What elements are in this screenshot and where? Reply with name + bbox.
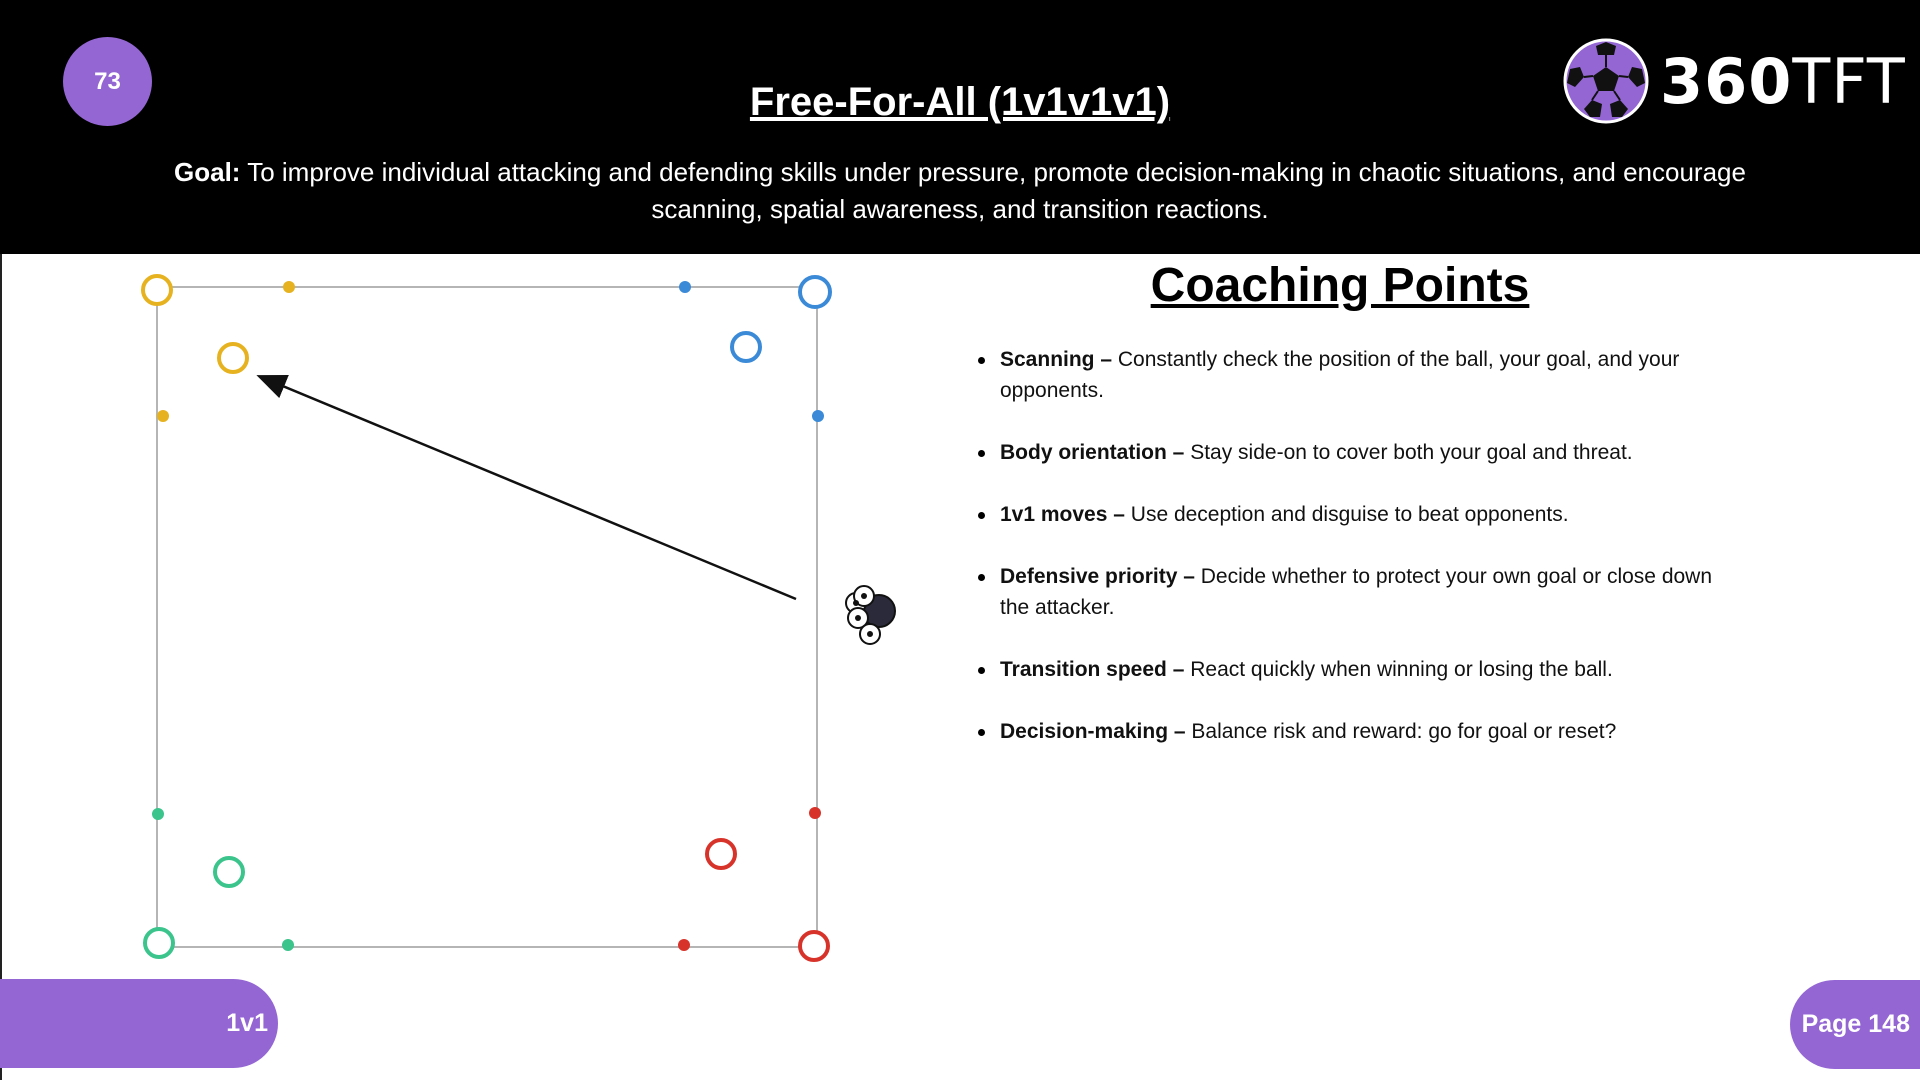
soccer-balls-icon bbox=[845, 585, 896, 645]
red-player bbox=[705, 838, 737, 870]
blue-cone bbox=[812, 410, 824, 422]
point-label: Scanning – bbox=[1000, 348, 1113, 371]
green-player bbox=[213, 856, 245, 888]
pitch-boundary bbox=[156, 286, 818, 948]
goal-statement: Goal: To improve individual attacking an… bbox=[140, 154, 1780, 228]
green-cone bbox=[152, 808, 164, 820]
list-item: Body orientation – Stay side-on to cover… bbox=[975, 437, 1720, 468]
green-corner-goal bbox=[143, 927, 175, 959]
point-label: Decision-making – bbox=[1000, 720, 1186, 743]
list-item: 1v1 moves – Use deception and disguise t… bbox=[975, 499, 1720, 530]
red-cone bbox=[678, 939, 690, 951]
point-label: Body orientation – bbox=[1000, 441, 1185, 464]
yellow-corner-goal bbox=[141, 274, 173, 306]
list-item: Transition speed – React quickly when wi… bbox=[975, 654, 1720, 685]
point-text: Constantly check the position of the bal… bbox=[1000, 348, 1680, 402]
red-corner-goal bbox=[798, 930, 830, 962]
brand-wordmark-light: TFT bbox=[1792, 44, 1906, 118]
goal-label: Goal: bbox=[174, 157, 241, 187]
red-cone bbox=[809, 807, 821, 819]
point-label: Defensive priority – bbox=[1000, 565, 1195, 588]
blue-cone bbox=[679, 281, 691, 293]
drill-number-badge: 73 bbox=[63, 37, 152, 126]
blue-player bbox=[730, 331, 762, 363]
pitch-diagram bbox=[141, 274, 896, 962]
point-text: Use deception and disguise to beat oppon… bbox=[1124, 503, 1569, 526]
brand-wordmark-bold: 360 bbox=[1660, 44, 1793, 118]
yellow-player bbox=[217, 342, 249, 374]
point-text: Decide whether to protect your own goal … bbox=[1000, 565, 1713, 619]
page-number-tag: Page 148 bbox=[1790, 980, 1920, 1069]
coaching-points-list: Scanning – Constantly check the position… bbox=[975, 344, 1720, 778]
yellow-cone bbox=[157, 410, 169, 422]
blue-corner-goal bbox=[798, 275, 832, 309]
point-label: 1v1 moves – bbox=[1000, 503, 1125, 526]
yellow-cone bbox=[283, 281, 295, 293]
page-edge-rule bbox=[0, 254, 2, 1080]
pass-arrow bbox=[256, 375, 797, 601]
green-cone bbox=[282, 939, 294, 951]
soccer-ball-icon bbox=[1563, 38, 1649, 124]
goal-text: To improve individual attacking and defe… bbox=[240, 157, 1746, 224]
point-text: Balance risk and reward: go for goal or … bbox=[1185, 720, 1617, 743]
topic-tag: 1v1 bbox=[0, 979, 278, 1068]
list-item: Scanning – Constantly check the position… bbox=[975, 344, 1720, 406]
list-item: Defensive priority – Decide whether to p… bbox=[975, 561, 1720, 623]
brand-wordmark: 360TFT bbox=[1660, 45, 1906, 118]
point-text: Stay side-on to cover both your goal and… bbox=[1184, 441, 1633, 464]
point-label: Transition speed – bbox=[1000, 658, 1185, 681]
coaching-points-title: Coaching Points bbox=[1150, 259, 1530, 312]
page-title: Free-For-All (1v1v1v1) bbox=[749, 80, 1171, 124]
header-band: 73 Free-For-All (1v1v1v1) Goal: To impro… bbox=[0, 0, 1920, 254]
point-text: React quickly when winning or losing the… bbox=[1184, 658, 1613, 681]
list-item: Decision-making – Balance risk and rewar… bbox=[975, 716, 1720, 747]
brand-logo: 360TFT bbox=[1562, 36, 1906, 126]
